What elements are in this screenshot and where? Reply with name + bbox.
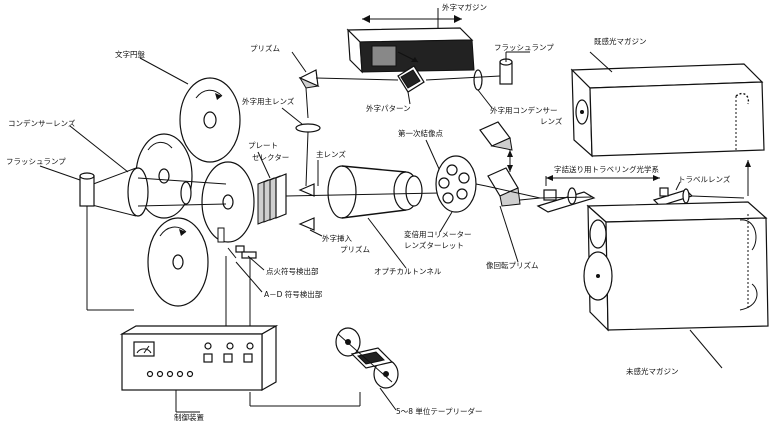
external-condenser-lens (473, 69, 483, 91)
ignition-detector-label: 点火符号検出部 (266, 266, 319, 276)
tape-reader-label: 5～8 単位テープリーダー (396, 406, 482, 416)
external-pattern-label: 外字パターン (366, 103, 411, 113)
external-main-lens (295, 123, 321, 133)
external-insert-prism-label: プリズム (340, 244, 370, 254)
plate-label: プレート (248, 141, 278, 150)
control-unit-label: 制御装置 (174, 412, 204, 422)
plate-selector (257, 173, 287, 225)
optical-tunnel-label: オプチカルトンネル (374, 267, 442, 276)
light-path-end (691, 195, 745, 199)
unexposed-magazine (583, 201, 769, 332)
flash-lamp-left-label: フラッシュランプ (6, 157, 66, 166)
light-path (485, 185, 541, 199)
unexposed-magazine-label: 未感光マガジン (626, 366, 679, 376)
external-insert-prism-shape (298, 217, 315, 231)
optical-tunnel (285, 165, 441, 219)
main-lens-prism (298, 183, 315, 197)
light-beam (87, 167, 227, 217)
first-image-point-label: 第一次結像点 (398, 128, 443, 138)
traveling-optics (536, 187, 694, 213)
external-main-lens-label: 外字用主レンズ (242, 96, 295, 106)
char-feed-optics-label: 字詰送り用トラベリング光学系 (554, 164, 659, 174)
char-disc-group (135, 77, 255, 307)
image-rotation-prism (487, 150, 541, 207)
ad-detector-label: A－D 符号検出部 (264, 289, 323, 299)
selector-label: セレクター (252, 153, 289, 162)
tape-reader (335, 327, 399, 389)
variable-collimator-label: 変倍用コリメーター (404, 229, 472, 239)
main-lens-label: 主レンズ (316, 149, 346, 159)
external-insert-label: 外字挿入 (322, 233, 352, 243)
image-rotation-prism-label: 像回転プリズム (486, 260, 539, 270)
char-disc-label: 文字円盤 (115, 49, 145, 59)
detector-sensors (227, 245, 257, 259)
prism-label: プリズム (250, 43, 280, 53)
lens-turret (435, 155, 487, 213)
flash-lamp-top-icon (499, 52, 513, 85)
flash-lamp-top-label: フラッシュランプ (494, 43, 554, 52)
external-char-magazine (346, 15, 475, 74)
lens-turret-label: レンズターレット (404, 240, 464, 250)
external-condenser-label: 外字用コンデンサー (490, 105, 558, 115)
external-char-magazine-label: 外字マガジン (442, 2, 487, 12)
wiring (86, 214, 361, 407)
control-unit (119, 324, 279, 392)
external-pattern (397, 65, 425, 93)
condenser-lens-label: コンデンサーレンズ (8, 118, 76, 128)
flash-lamp-left-icon (79, 172, 95, 214)
exposed-magazine (570, 63, 765, 158)
prism-top (298, 69, 320, 89)
traveling-lens-label: トラベルレンズ (678, 174, 731, 184)
exposed-magazine-label: 既感光マガジン (594, 36, 647, 46)
external-condenser-lens-label: レンズ (540, 116, 563, 126)
prism-floating (479, 121, 513, 151)
